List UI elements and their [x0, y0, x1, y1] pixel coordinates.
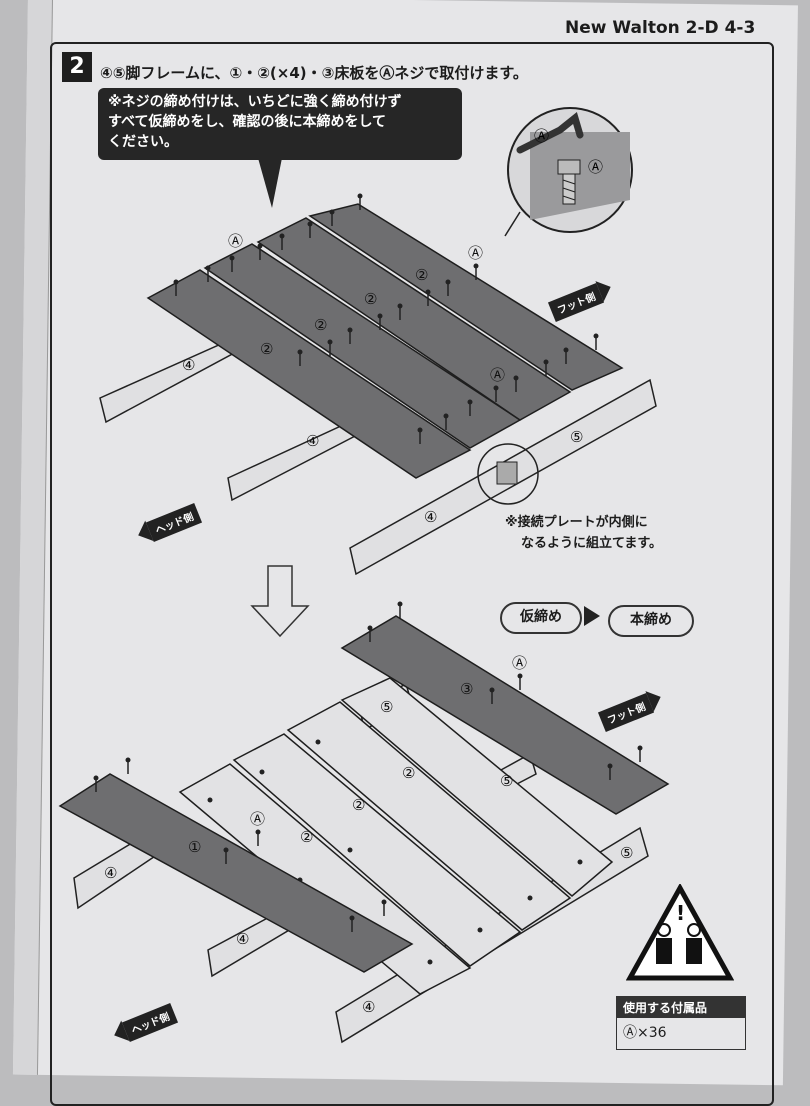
top-boards — [146, 203, 624, 479]
next-step-arrow-icon — [250, 565, 310, 638]
screw-label: Ⓐ — [588, 158, 603, 176]
screw-label: Ⓐ — [228, 232, 243, 250]
parts-quantity: Ⓐ×36 — [623, 1025, 667, 1041]
two-person-warning-icon: ! — [626, 884, 734, 981]
part-label: ④ — [236, 930, 249, 948]
part-label: ② — [314, 316, 327, 334]
parts-title: 使用する付属品 — [617, 997, 745, 1018]
bottom-dark-boards — [58, 615, 670, 973]
part-label: ② — [364, 290, 377, 308]
screw-label: Ⓐ — [512, 654, 527, 672]
part-label: ④ — [104, 864, 117, 882]
part-label: ⑤ — [380, 698, 393, 716]
model-code: New Walton 2-D 4-3 — [565, 18, 756, 38]
part-label: ⑤ — [570, 428, 583, 446]
callout-line: ください。 — [108, 134, 178, 150]
part-label: ④ — [306, 432, 319, 450]
screw-label: Ⓐ — [250, 810, 265, 828]
callout-tail — [258, 158, 282, 208]
part-label: ② — [402, 764, 415, 782]
assembly-diagram: Ⓐ Ⓐ Ⓐ — [58, 107, 670, 1044]
tightening-callout: ※ネジの締め付けは、いちどに強く締め付けず すべて仮締めをし、確認の後に本締めを… — [98, 88, 462, 160]
part-label: ① — [188, 838, 201, 856]
screw-label: Ⓐ — [490, 366, 505, 384]
part-label: ② — [415, 266, 428, 284]
top-screw-heads — [173, 193, 599, 433]
plate-detail-circle — [477, 443, 539, 505]
connection-plate-note: ※接続プレートが内側に なるように組立てます。 — [505, 512, 662, 554]
part-label: ⑤ — [620, 844, 633, 862]
screw-label: Ⓐ — [534, 127, 549, 145]
connection-plate — [496, 461, 518, 485]
screw-label: Ⓐ — [468, 244, 483, 262]
hex-key-icon — [516, 112, 584, 154]
final-tighten-label: 本締め — [608, 605, 694, 637]
bottom-board-holes — [207, 739, 583, 965]
callout-line: すべて仮締めをし、確認の後に本締めをして — [108, 114, 387, 130]
part-label: ④ — [362, 998, 375, 1016]
part-label: ⑤ — [500, 772, 513, 790]
step-instruction: ④⑤脚フレームに、①・②(×4)・③床板をⒶネジで取付けます。 — [100, 64, 528, 82]
svg-text:!: ! — [676, 901, 685, 925]
part-label: ④ — [424, 508, 437, 526]
part-label: ② — [260, 340, 273, 358]
note-line: なるように組立てます。 — [521, 536, 663, 551]
part-label: ④ — [182, 356, 195, 374]
play-arrow-icon — [584, 606, 600, 626]
step-number: 2 — [62, 52, 92, 82]
part-label: ② — [352, 796, 365, 814]
part-label: ② — [300, 828, 313, 846]
note-line: ※接続プレートが内側に — [505, 515, 648, 530]
temporary-tighten-label: 仮締め — [500, 602, 582, 634]
bottom-screw-heads — [93, 601, 643, 921]
callout-line: ※ネジの締め付けは、いちどに強く締め付けず — [108, 94, 402, 110]
screw-detail-circle: Ⓐ Ⓐ — [504, 107, 633, 237]
parts-used-box: 使用する付属品 Ⓐ×36 — [616, 996, 746, 1050]
part-label: ③ — [460, 680, 473, 698]
